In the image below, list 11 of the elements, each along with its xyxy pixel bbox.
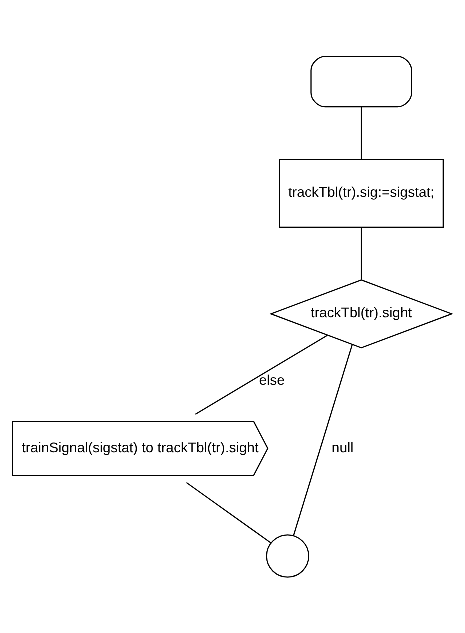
connector xyxy=(195,334,328,414)
node-circle xyxy=(266,534,310,578)
connector xyxy=(293,344,354,536)
connector xyxy=(186,482,272,544)
edge-label: else xyxy=(259,371,285,388)
connector xyxy=(360,106,362,159)
node-diamond: trackTbl(tr).sight xyxy=(270,279,454,348)
edge-label: null xyxy=(332,438,354,455)
connector xyxy=(360,227,362,280)
node-box: trackTbl(tr).sig:=sigstat; xyxy=(279,158,444,228)
node-terminator xyxy=(310,56,412,108)
